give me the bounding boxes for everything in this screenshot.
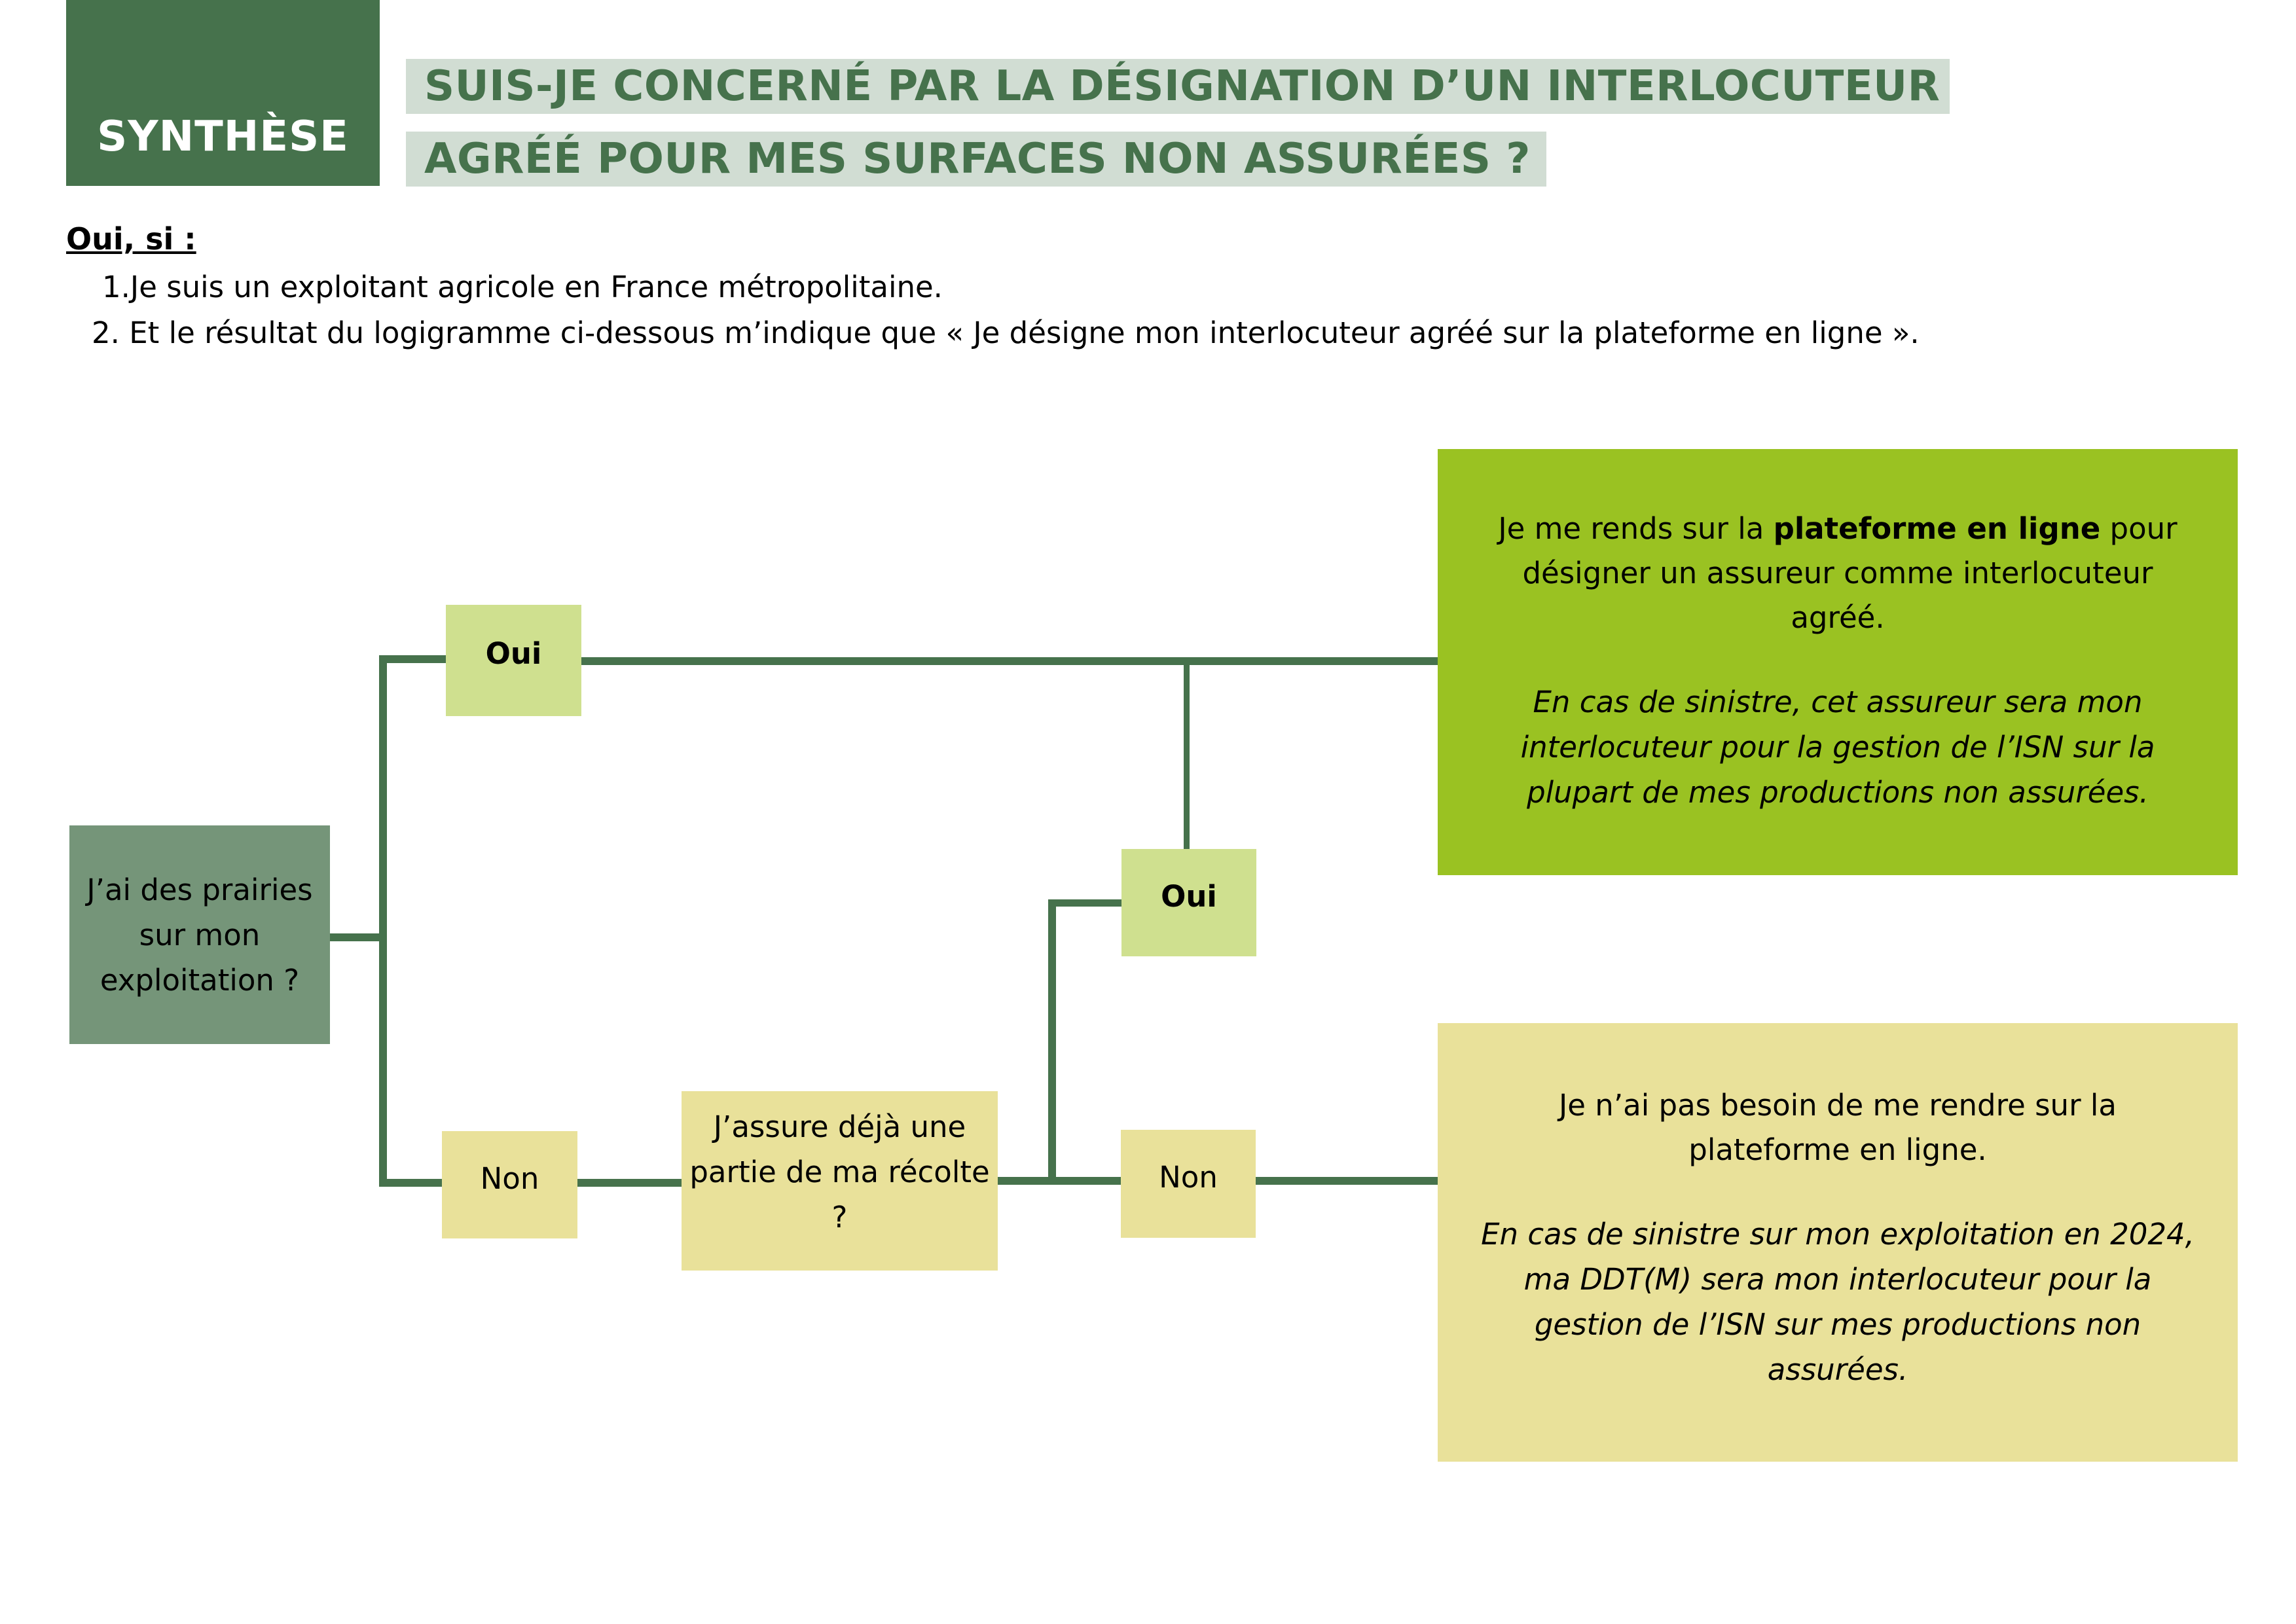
result-yes-note: En cas de sinistre, cet assureur sera mo… <box>1520 685 2155 810</box>
question-assurance: J’assure déjà une partie de ma récolte ? <box>682 1091 998 1271</box>
question-assurance-text: J’assure déjà une partie de ma récolte ? <box>689 1110 990 1235</box>
connector-mid-spine-to-oui2 <box>1048 899 1121 907</box>
result-yes-main-prefix: Je me rends sur la <box>1498 511 1774 546</box>
answer-yes-assurance: Oui <box>1121 849 1256 956</box>
answer-yes-label: Oui <box>485 636 542 671</box>
page-title-line-1: SUIS-JE CONCERNÉ PAR LA DÉSIGNATION D’UN… <box>406 59 1950 114</box>
connector-non1-to-q2 <box>577 1179 682 1187</box>
section-label-box: SYNTHÈSE <box>66 0 380 186</box>
connector-q1-to-spine <box>330 933 384 941</box>
result-yes-main: Je me rends sur la plateforme en ligne p… <box>1477 507 2198 640</box>
result-no-note: En cas de sinistre sur mon exploitation … <box>1481 1217 2195 1387</box>
answer-no-label: Non <box>1159 1160 1218 1195</box>
result-yes-main-suffix: pour désigner un assureur comme interloc… <box>1522 511 2178 635</box>
condition-item: 2. Et le résultat du logigramme ci-desso… <box>92 316 1920 350</box>
answer-yes-prairies: Oui <box>446 605 581 716</box>
connector-spine-to-non1 <box>379 1179 442 1187</box>
conditions-label: Oui, si : <box>66 221 196 257</box>
answer-yes-label: Oui <box>1161 879 1217 914</box>
answer-no-label: Non <box>480 1161 539 1196</box>
answer-no-prairies: Non <box>442 1131 577 1238</box>
connector-left-spine <box>379 655 387 1187</box>
result-no-main: Je n’ai pas besoin de me rendre sur la p… <box>1559 1088 2117 1167</box>
question-prairies: J’ai des prairies sur mon exploitation ? <box>69 825 330 1044</box>
connector-spine-to-oui1 <box>379 655 446 663</box>
answer-no-assurance: Non <box>1121 1130 1256 1238</box>
result-designate-insurer: Je me rends sur la plateforme en ligne p… <box>1438 449 2238 875</box>
question-prairies-text: J’ai des prairies sur mon exploitation ? <box>86 872 313 998</box>
section-label: SYNTHÈSE <box>97 113 349 161</box>
online-platform-emphasis: plateforme en ligne <box>1773 511 2101 546</box>
page-title-line-2: AGRÉÉ POUR MES SURFACES NON ASSURÉES ? <box>406 132 1546 187</box>
connector-q2-to-non2 <box>998 1177 1121 1185</box>
connector-oui1-to-result-yes <box>581 657 1438 665</box>
condition-item: 1.Je suis un exploitant agricole en Fran… <box>102 270 943 304</box>
result-no-platform-needed: Je n’ai pas besoin de me rendre sur la p… <box>1438 1023 2238 1462</box>
connector-mid-spine <box>1048 899 1056 1180</box>
connector-non2-to-result-no <box>1256 1177 1438 1185</box>
connector-top-to-oui2 <box>1184 661 1190 849</box>
